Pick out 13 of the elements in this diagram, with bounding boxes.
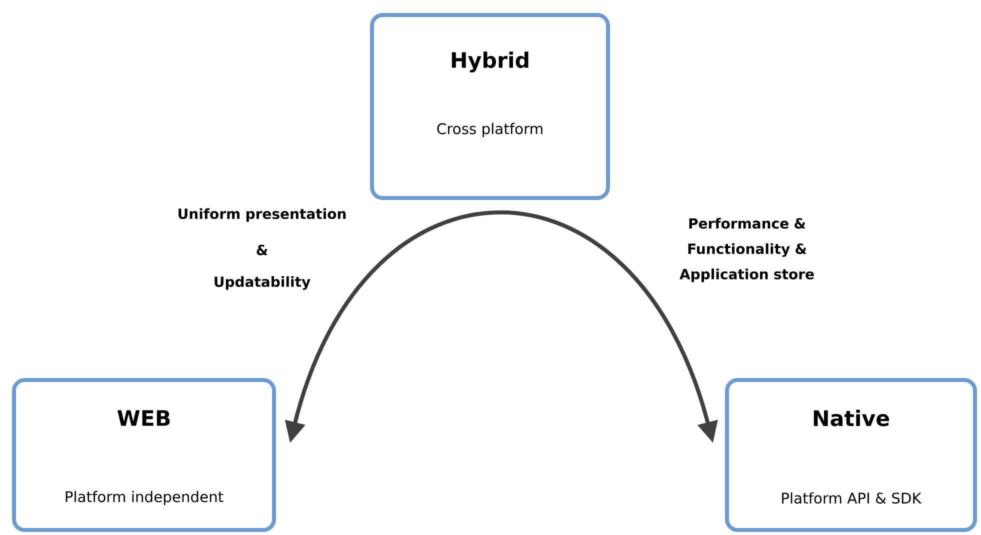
box-title: WEB <box>117 410 170 426</box>
note-text: Updatability <box>214 276 310 290</box>
note-text: & <box>256 244 268 256</box>
box-subtitle: Cross platform <box>437 122 542 138</box>
box-title: Hybrid <box>452 52 528 72</box>
note-text: Performance & Functionality & Application store <box>680 218 814 282</box>
box-subtitle: Platform API & SDK <box>782 492 922 504</box>
note-text: Uniform presentation <box>178 208 346 222</box>
text-box <box>12 378 276 532</box>
text-box <box>725 378 977 532</box>
text-box <box>370 13 610 200</box>
box-subtitle: Platform independent <box>66 490 224 506</box>
box-title: Native <box>814 410 890 426</box>
